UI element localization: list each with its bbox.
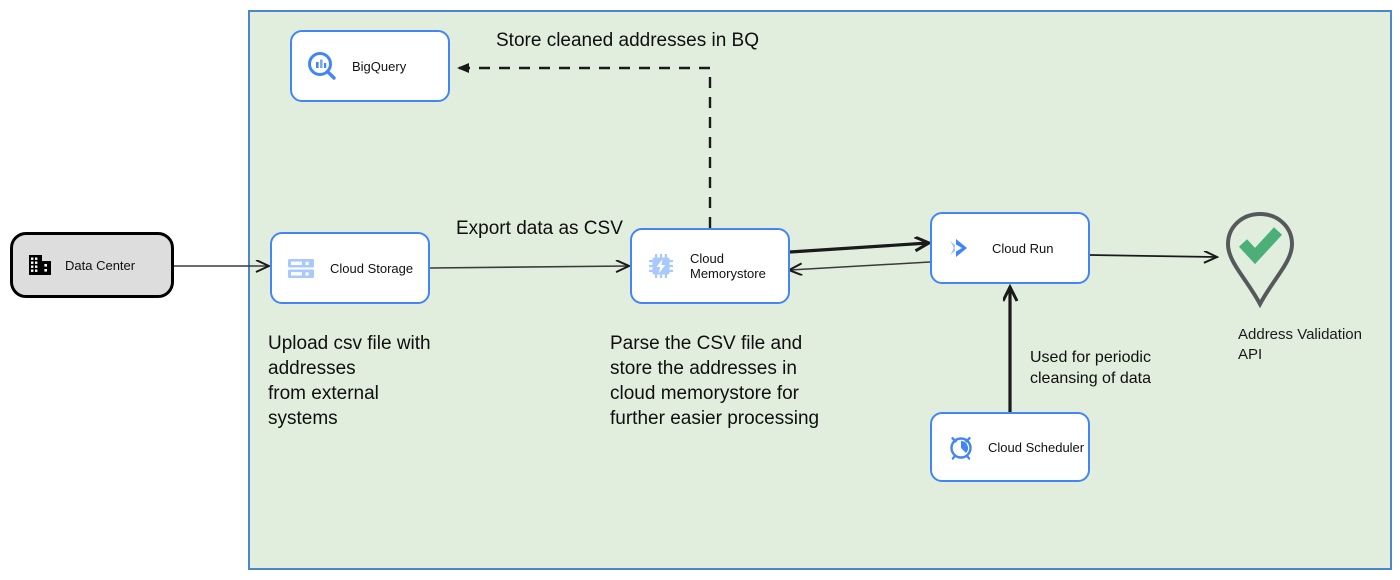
node-label-cloud-storage: Cloud Storage xyxy=(330,260,414,276)
node-bigquery[interactable]: BigQuery xyxy=(290,30,450,102)
node-label-data-center: Data Center xyxy=(65,257,136,273)
map-pin-check-icon xyxy=(1225,211,1295,309)
edge-label-periodic-cleansing: Used for periodic cleansing of data xyxy=(1030,349,1151,387)
node-data-center[interactable]: Data Center xyxy=(10,232,174,298)
note-upload-csv: Upload csv file with addresses from exte… xyxy=(268,333,431,429)
cloud-storage-icon xyxy=(286,253,316,283)
cloud-boundary-region xyxy=(248,10,1392,570)
bigquery-icon xyxy=(306,50,338,82)
node-label-cloud-memorystore: Cloud Memorystore xyxy=(690,251,766,281)
data-center-icon xyxy=(27,252,53,278)
cloud-memorystore-icon xyxy=(646,251,676,281)
cloud-run-icon xyxy=(946,233,978,263)
node-cloud-memorystore[interactable]: Cloud Memorystore xyxy=(630,228,790,304)
node-cloud-run[interactable]: Cloud Run xyxy=(930,212,1090,284)
edge-label-export-data-as-csv: Export data as CSV xyxy=(456,218,623,239)
address-validation-api-caption: Address Validation API xyxy=(1238,326,1362,363)
node-label-bigquery: BigQuery xyxy=(352,58,407,74)
node-cloud-storage[interactable]: Cloud Storage xyxy=(270,232,430,304)
node-address-validation-api[interactable] xyxy=(1218,206,1302,312)
node-cloud-scheduler[interactable]: Cloud Scheduler xyxy=(930,412,1090,482)
node-label-cloud-scheduler: Cloud Scheduler xyxy=(988,439,1085,455)
note-parse-csv: Parse the CSV file and store the address… xyxy=(610,333,820,429)
edge-label-store-cleaned-addresses: Store cleaned addresses in BQ xyxy=(496,30,759,51)
cloud-scheduler-icon xyxy=(946,432,976,462)
node-label-cloud-run: Cloud Run xyxy=(992,240,1054,256)
